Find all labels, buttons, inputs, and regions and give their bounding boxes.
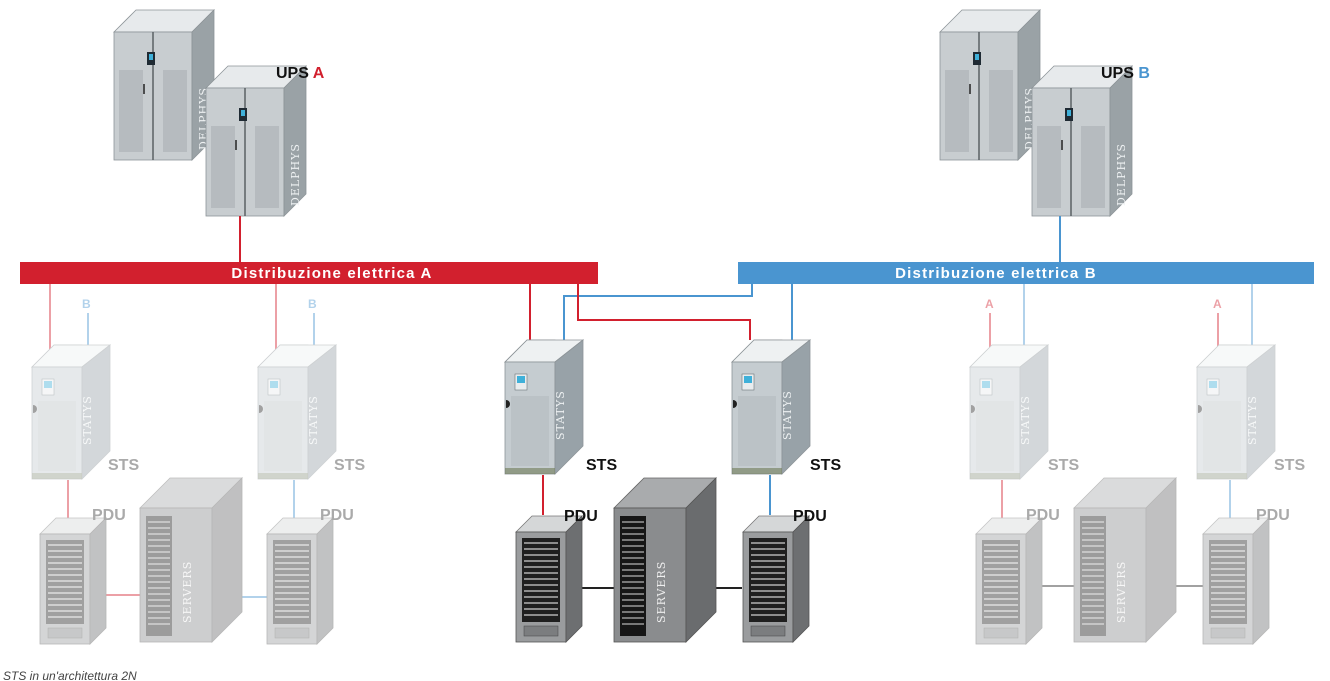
sts-center-2-label: STS <box>810 457 841 474</box>
left-pdu-1-label: PDU <box>92 507 126 524</box>
ups-b: DELPHYS DELPHYS UPS B <box>939 9 1150 217</box>
bus-a-bar <box>20 262 598 284</box>
ups-b-cabinet-back: DELPHYS <box>939 9 1041 161</box>
pdu-center-1-label: PDU <box>564 508 598 525</box>
left-sts-2-feed-tag-b: B <box>308 297 317 311</box>
right-sts-1-brand: STATYS <box>1019 395 1032 445</box>
right-sts-2-label: STS <box>1274 457 1305 474</box>
sts-center-1-label: STS <box>586 457 617 474</box>
bus-a-to-sts-center-2-cable <box>577 284 751 340</box>
left-servers: SERVERS <box>139 477 243 643</box>
ups-b-label-prefix: UPS <box>1101 65 1134 82</box>
bus-b-to-sts-center-1-cable <box>563 284 753 350</box>
left-sts-2-brand: STATYS <box>307 395 320 445</box>
right-group-cables <box>989 284 1253 587</box>
servers-center: SERVERS <box>613 477 717 643</box>
right-pdu-1-label: PDU <box>1026 507 1060 524</box>
ups-a-cabinet-front: DELPHYS <box>205 65 307 217</box>
left-pdu-1 <box>39 517 107 645</box>
left-group: B B STATYS STATYS SERVERS <box>31 284 337 645</box>
ups-a-label-prefix: UPS <box>276 65 309 82</box>
bus-a: Distribuzione elettrica A <box>20 262 598 284</box>
ups-b-cabinet-front: DELPHYS <box>1031 65 1133 217</box>
bus-b: Distribuzione elettrica B <box>738 262 1314 284</box>
left-sts-1-brand: STATYS <box>81 395 94 445</box>
figure-caption: STS in un'architettura 2N <box>3 669 137 681</box>
servers-center-label: SERVERS <box>655 561 668 623</box>
ups-b-brand-front: DELPHYS <box>1115 143 1128 206</box>
right-servers-label: SERVERS <box>1115 561 1128 623</box>
right-sts-1-feed-tag-a: A <box>985 297 994 311</box>
left-servers-label: SERVERS <box>181 561 194 623</box>
right-sts-1: STATYS <box>969 344 1049 480</box>
left-sts-1: STATYS <box>31 344 111 480</box>
ups-a-cabinet-back: DELPHYS <box>113 9 215 161</box>
ups-b-label-letter: B <box>1138 65 1150 82</box>
left-sts-1-feed-tag-b: B <box>82 297 91 311</box>
ups-a-label-letter: A <box>313 65 325 82</box>
left-sts-1-label: STS <box>108 457 139 474</box>
left-pdu-2 <box>266 517 334 645</box>
right-sts-2-feed-tag-a: A <box>1213 297 1222 311</box>
sts-center-2: STATYS <box>731 339 811 475</box>
left-pdu-2-label: PDU <box>320 507 354 524</box>
left-sts-2: STATYS <box>257 344 337 480</box>
right-pdu-2 <box>1202 517 1270 645</box>
right-servers: SERVERS <box>1073 477 1177 643</box>
ups-b-label: UPS B <box>1101 65 1150 82</box>
bus-b-label: Distribuzione elettrica B <box>895 265 1097 282</box>
ups-a-label: UPS A <box>276 65 325 82</box>
sts-center-2-brand: STATYS <box>781 390 794 440</box>
right-sts-2: STATYS <box>1196 344 1276 480</box>
pdu-center-2-label: PDU <box>793 508 827 525</box>
center-feed-cables <box>529 284 793 589</box>
sts-center-1: STATYS <box>504 339 584 475</box>
right-sts-1-label: STS <box>1048 457 1079 474</box>
bus-a-label: Distribuzione elettrica A <box>231 265 432 282</box>
right-group: A A STATYS STATYS SERVERS <box>969 284 1276 645</box>
ups-a: DELPHYS DELPHYS UPS A <box>113 9 325 217</box>
right-sts-2-brand: STATYS <box>1246 395 1259 445</box>
ups-a-brand-front: DELPHYS <box>289 143 302 206</box>
right-pdu-1 <box>975 517 1043 645</box>
left-sts-2-label: STS <box>334 457 365 474</box>
bus-b-bar <box>738 262 1314 284</box>
sts-center-1-brand: STATYS <box>554 390 567 440</box>
pdu-center-2 <box>742 515 810 643</box>
right-pdu-2-label: PDU <box>1256 507 1290 524</box>
pdu-center-1 <box>515 515 583 643</box>
